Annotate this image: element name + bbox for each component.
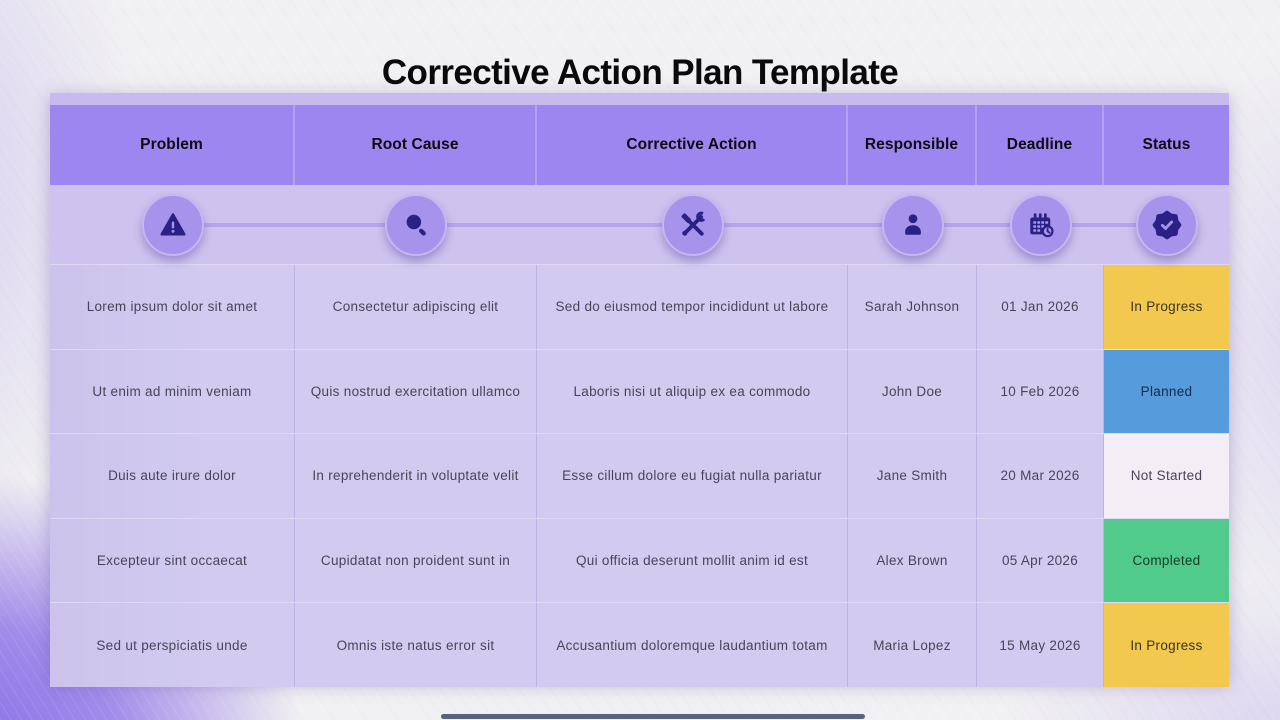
status-cell: Not Started	[1104, 434, 1229, 518]
icon-circle-responsible	[881, 193, 944, 256]
column-header-corrective-action: Corrective Action	[537, 105, 848, 185]
deadline-cell: 15 May 2026	[977, 603, 1104, 687]
icon-circle-problem	[141, 193, 204, 256]
table-row: Excepteur sint occaecat Cupidatat non pr…	[50, 517, 1229, 603]
bottom-progress-bar	[441, 714, 865, 719]
column-header-problem: Problem	[50, 105, 295, 185]
problem-cell: Lorem ipsum dolor sit amet	[50, 265, 295, 349]
root-cause-cell: Cupidatat non proident sunt in	[295, 518, 537, 603]
person-icon	[898, 210, 928, 240]
warning-icon	[158, 210, 188, 240]
table-header-row: Problem Root Cause Corrective Action Res…	[50, 105, 1229, 185]
status-cell: Planned	[1104, 349, 1229, 434]
corrective-action-table: Problem Root Cause Corrective Action Res…	[50, 93, 1229, 687]
corrective-action-cell: Accusantium doloremque laudantium totam	[537, 603, 848, 687]
table-row: Ut enim ad minim veniam Quis nostrud exe…	[50, 348, 1229, 434]
root-cause-cell: In reprehenderit in voluptate velit	[295, 434, 537, 518]
column-header-deadline: Deadline	[977, 105, 1104, 185]
responsible-cell: Sarah Johnson	[848, 265, 977, 349]
responsible-cell: Alex Brown	[848, 518, 977, 603]
table-row: Duis aute irure dolor In reprehenderit i…	[50, 433, 1229, 518]
problem-cell: Ut enim ad minim veniam	[50, 349, 295, 434]
tools-icon	[678, 210, 708, 240]
responsible-cell: Jane Smith	[848, 434, 977, 518]
icon-circle-deadline	[1009, 193, 1072, 256]
deadline-cell: 01 Jan 2026	[977, 265, 1104, 349]
icon-circle-status	[1135, 193, 1198, 256]
problem-cell: Sed ut perspiciatis unde	[50, 603, 295, 687]
icon-circle-corrective-action	[661, 193, 724, 256]
corrective-action-cell: Esse cillum dolore eu fugiat nulla paria…	[537, 434, 848, 518]
magnifier-icon	[401, 210, 431, 240]
deadline-cell: 05 Apr 2026	[977, 518, 1104, 603]
status-badge: Completed	[1104, 518, 1229, 603]
problem-cell: Excepteur sint occaecat	[50, 518, 295, 603]
deadline-cell: 20 Mar 2026	[977, 434, 1104, 518]
page-title: Corrective Action Plan Template	[381, 53, 899, 93]
icon-circle-root-cause	[385, 193, 447, 256]
column-header-responsible: Responsible	[848, 105, 977, 185]
table-row: Sed ut perspiciatis unde Omnis iste natu…	[50, 602, 1229, 687]
status-badge: Planned	[1104, 349, 1229, 434]
badge-check-icon	[1152, 210, 1182, 240]
status-badge: In Progress	[1104, 603, 1229, 687]
problem-cell: Duis aute irure dolor	[50, 434, 295, 518]
table-row: Lorem ipsum dolor sit amet Consectetur a…	[50, 264, 1229, 349]
responsible-cell: Maria Lopez	[848, 603, 977, 687]
icon-band	[50, 185, 1229, 264]
corrective-action-cell: Sed do eiusmod tempor incididunt ut labo…	[537, 265, 848, 349]
corrective-action-cell: Laboris nisi ut aliquip ex ea commodo	[537, 349, 848, 434]
status-cell: Completed	[1104, 518, 1229, 603]
column-header-status: Status	[1142, 136, 1191, 153]
calendar-clock-icon	[1026, 210, 1056, 240]
root-cause-cell: Omnis iste natus error sit	[295, 603, 537, 687]
status-badge: In Progress	[1104, 265, 1229, 349]
status-cell: In Progress	[1104, 265, 1229, 349]
corrective-action-cell: Qui officia deserunt mollit anim id est	[537, 518, 848, 603]
column-header-root-cause: Root Cause	[295, 105, 537, 185]
status-cell: In Progress	[1104, 603, 1229, 687]
status-badge: Not Started	[1104, 434, 1229, 518]
root-cause-cell: Quis nostrud exercitation ullamco	[295, 349, 537, 434]
responsible-cell: John Doe	[848, 349, 977, 434]
table-top-strip	[50, 93, 1229, 105]
root-cause-cell: Consectetur adipiscing elit	[295, 265, 537, 349]
deadline-cell: 10 Feb 2026	[977, 349, 1104, 434]
